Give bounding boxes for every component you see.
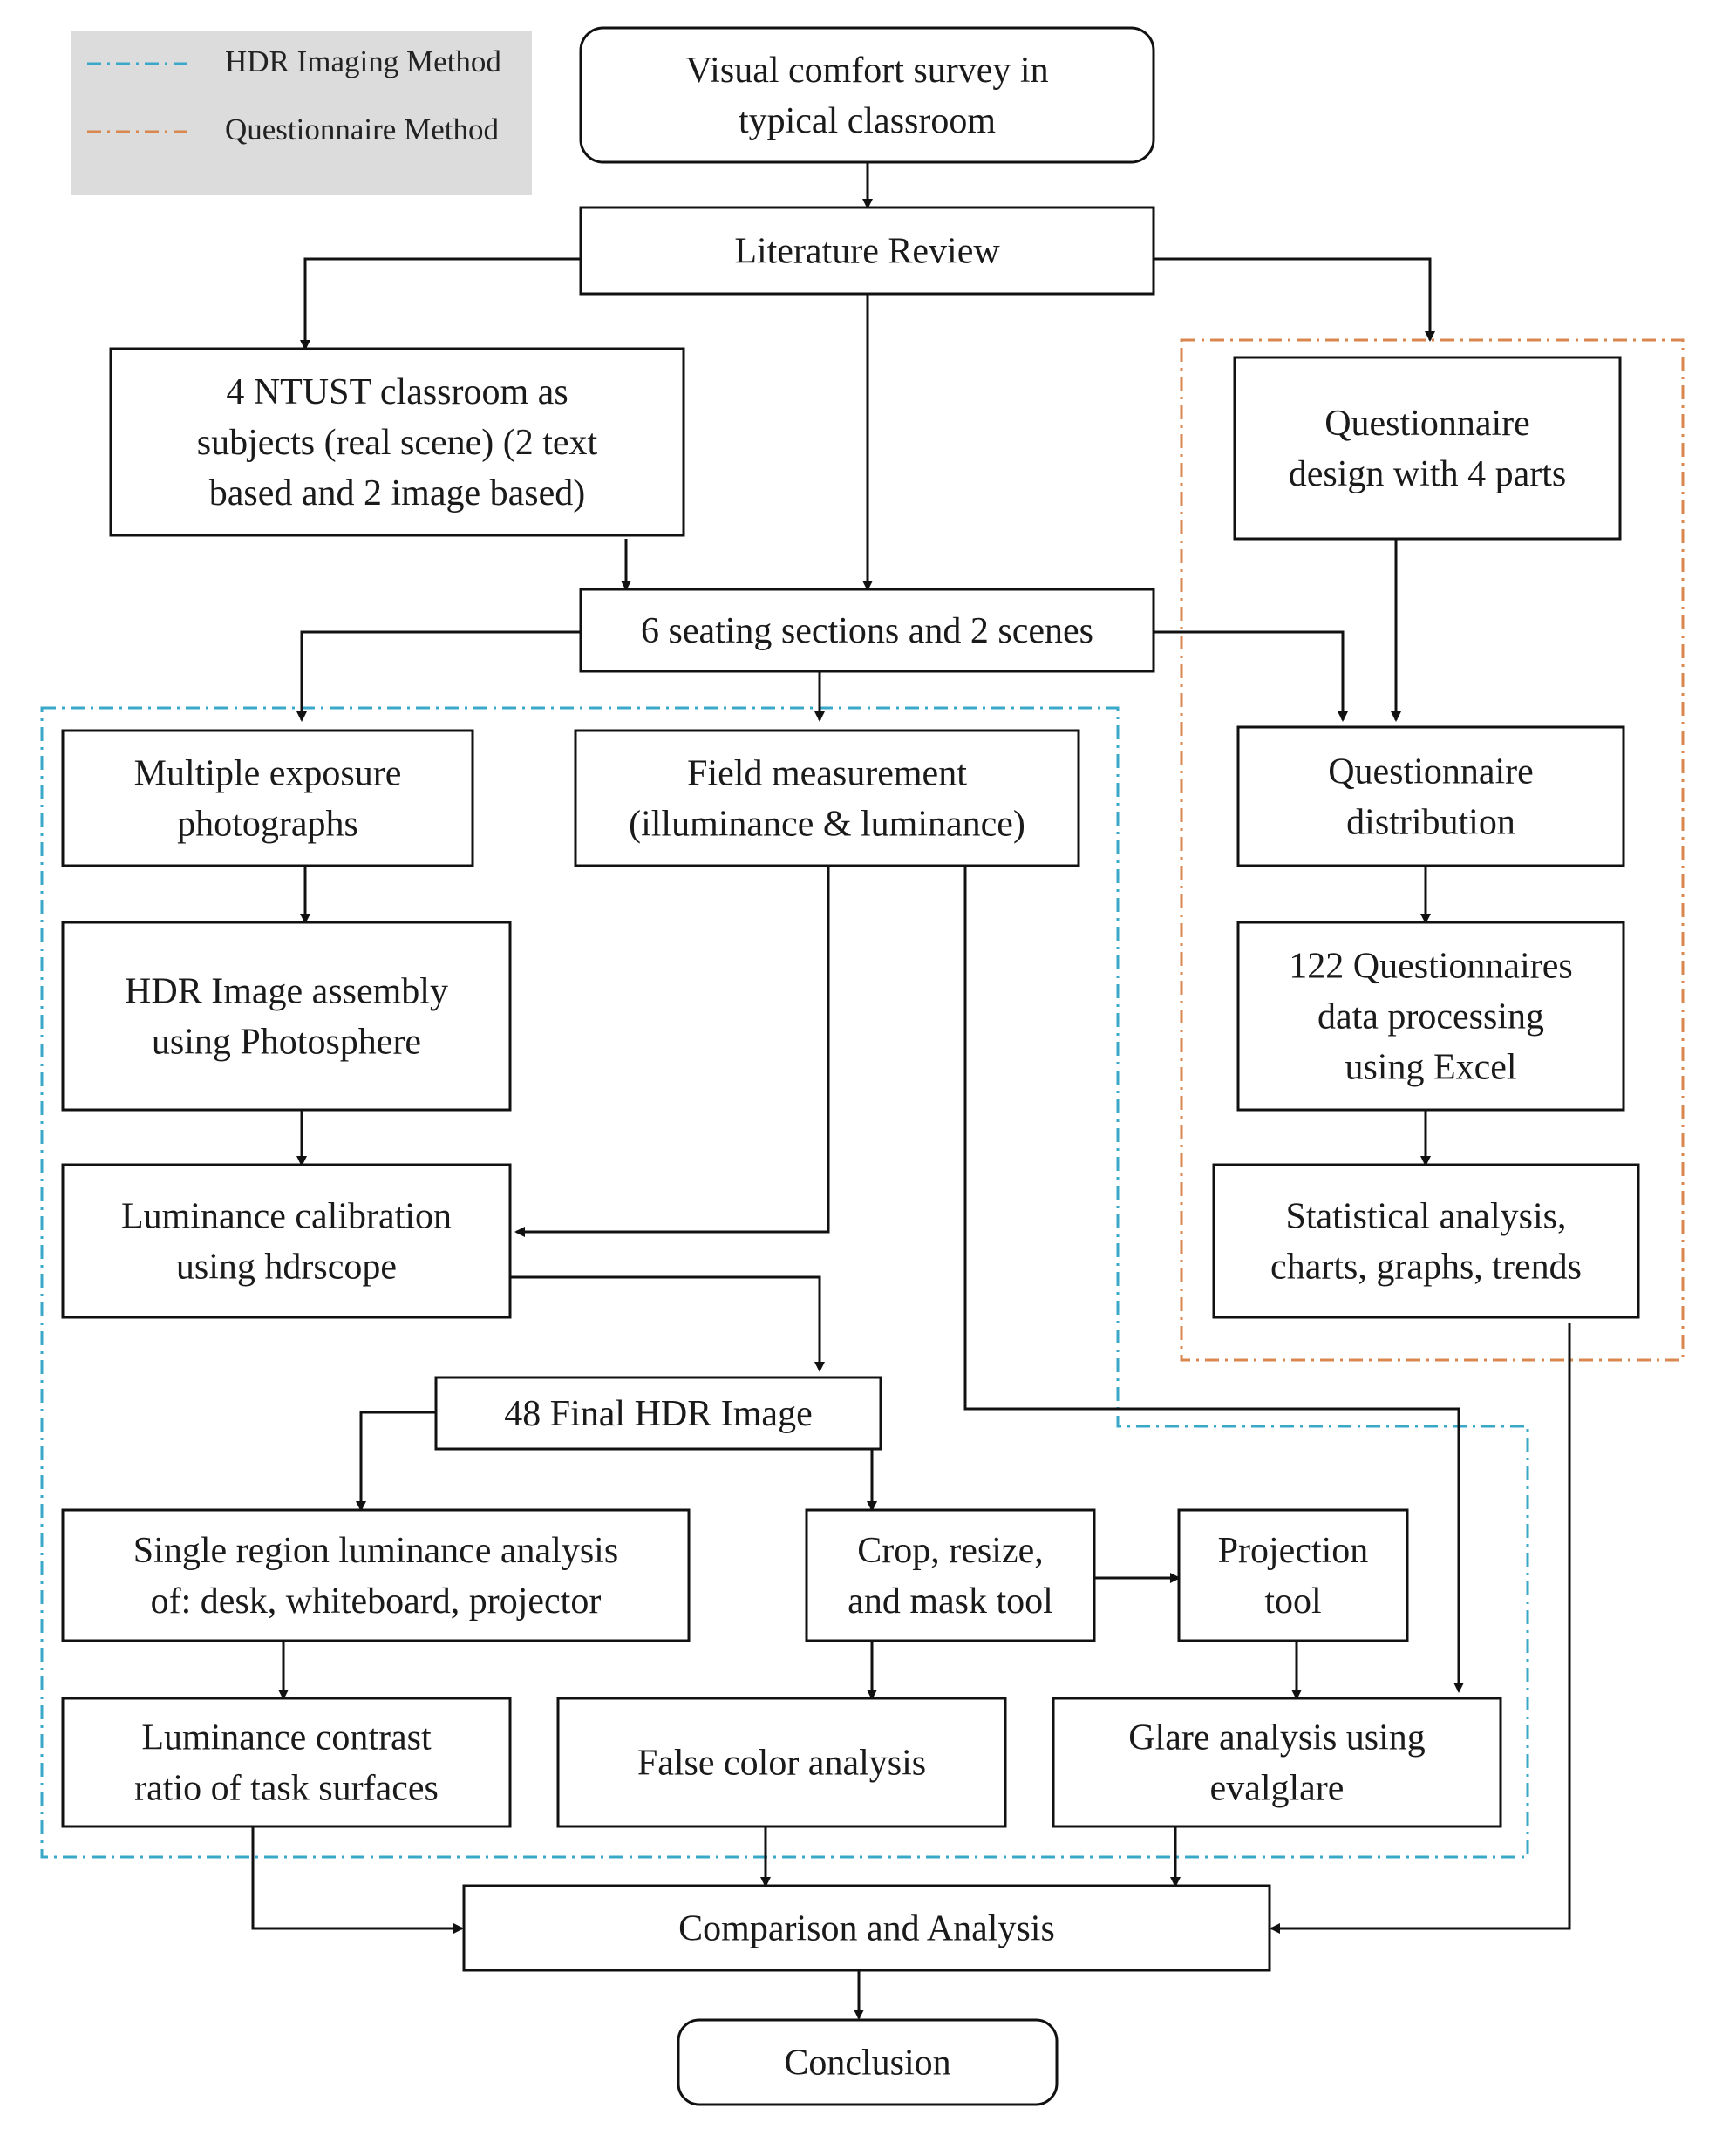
node-label-line: design with 4 parts	[1289, 454, 1566, 494]
node-questionnaires-processing: 122 Questionnaires data processing using E…	[1236, 921, 1625, 1112]
node-crop-resize-mask: Crop, resize, and mask tool	[805, 1508, 1096, 1642]
node-label-line: Comparison and Analysis	[678, 1909, 1055, 1949]
node-label-line: 48 Final HDR Image	[504, 1394, 812, 1434]
node-literature-review: Literature Review	[579, 206, 1155, 296]
node-label-line: using hdrscope	[176, 1248, 397, 1288]
node-label-line: Questionnaire	[1328, 752, 1534, 792]
svg-text:48 Final HDR Image: 48 Final HDR Image	[504, 1394, 812, 1434]
node-label-line: (illuminance & luminance)	[629, 805, 1025, 845]
node-label-line: Conclusion	[784, 2044, 950, 2084]
node-questionnaire-distribution: Questionnaire distribution	[1236, 725, 1625, 867]
node-single-region-analysis: Single region luminance analysis of: desk…	[61, 1508, 691, 1642]
node-label-line: charts, graphs, trends	[1270, 1248, 1582, 1288]
connectors	[251, 162, 1571, 2020]
svg-text:Statistical analysis,charts, g: Statistical analysis, charts, graphs, tre…	[1270, 1197, 1582, 1288]
node-final-hdr-image: 48 Final HDR Image	[434, 1376, 882, 1451]
node-label-line: tool	[1264, 1581, 1321, 1622]
node-multiple-exposure: Multiple exposure photographs	[61, 729, 474, 867]
node-label-line: of: desk, whiteboard, projector	[151, 1581, 602, 1622]
node-label-line: subjects (real scene) (2 text	[197, 423, 598, 463]
node-field-measurement: Field measurement (illuminance & luminanc…	[574, 729, 1080, 867]
node-conclusion: Conclusion	[677, 2018, 1059, 2106]
node-label-line: photographs	[177, 805, 358, 845]
node-label-line: 6 seating sections and 2 scenes	[641, 611, 1093, 651]
node-label-line: HDR Image assembly	[125, 972, 448, 1012]
legend-questionnaire-label: Questionnaire Method	[225, 112, 499, 146]
legend-hdr-label: HDR Imaging Method	[225, 44, 501, 78]
node-label-line: data processing	[1317, 997, 1544, 1037]
node-label-line: typical classroom	[739, 101, 996, 141]
node-hdr-image-assembly: HDR Image assembly using Photosphere	[61, 921, 512, 1112]
node-label-line: 122 Questionnaires	[1289, 947, 1572, 987]
node-label-line: evalglare	[1210, 1769, 1345, 1809]
node-luminance-contrast-ratio: Luminance contrast ratio of task surfaces	[61, 1697, 512, 1828]
node-label-line: ratio of task surfaces	[134, 1769, 439, 1809]
svg-text:Conclusion: Conclusion	[784, 2044, 950, 2084]
node-ntust-classroom-subjects: 4 NTUST classroom as subjects (real scene…	[109, 347, 685, 537]
node-label-line: Luminance contrast	[141, 1718, 432, 1758]
svg-text:6 seating sections and 2 scene: 6 seating sections and 2 scenes	[641, 611, 1093, 651]
node-statistical-analysis: Statistical analysis, charts, graphs, tre…	[1212, 1163, 1640, 1319]
node-seating-sections: 6 seating sections and 2 scenes	[579, 588, 1155, 673]
node-label-line: Multiple exposure	[134, 754, 402, 794]
node-label-line: Crop, resize,	[857, 1531, 1043, 1571]
svg-text:Literature Review: Literature Review	[734, 232, 1000, 272]
node-label-line: using Photosphere	[152, 1023, 421, 1063]
svg-text:Comparison and Analysis: Comparison and Analysis	[678, 1909, 1055, 1949]
svg-text:False color analysis: False color analysis	[637, 1744, 926, 1784]
node-projection-tool: Projection tool	[1177, 1508, 1409, 1642]
node-label-line: Glare analysis using	[1128, 1718, 1426, 1758]
node-comparison-analysis: Comparison and Analysis	[462, 1884, 1271, 1972]
node-label-line: using Excel	[1345, 1048, 1516, 1088]
node-glare-analysis: Glare analysis using evalglare	[1052, 1697, 1502, 1828]
node-label-line: Statistical analysis,	[1286, 1197, 1567, 1237]
legend: HDR Imaging Method Questionnaire Method	[71, 31, 532, 195]
hdr-method-region	[40, 706, 1529, 1859]
svg-text:Field measurement(illuminance: Field measurement (illuminance & luminanc…	[629, 754, 1025, 845]
svg-text:Crop, resize,and mask tool: Crop, resize, and mask tool	[848, 1531, 1053, 1622]
node-label-line: Projection	[1218, 1531, 1369, 1571]
node-label-line: Visual comfort survey in	[685, 51, 1048, 91]
node-false-color-analysis: False color analysis	[556, 1697, 1007, 1828]
node-luminance-calibration: Luminance calibration using hdrscope	[61, 1163, 512, 1319]
node-label-line: Luminance calibration	[121, 1197, 452, 1237]
node-label-line: and mask tool	[848, 1581, 1053, 1622]
node-label-line: Single region luminance analysis	[133, 1531, 618, 1571]
node-label-line: False color analysis	[637, 1744, 926, 1784]
svg-text:Single region luminance analys: Single region luminance analysis of: desk…	[133, 1531, 618, 1622]
node-visual-comfort-survey: Visual comfort survey in typical classroo…	[579, 26, 1155, 164]
node-questionnaire-design: Questionnaire design with 4 parts	[1233, 356, 1622, 541]
legend-background	[71, 31, 532, 195]
node-label-line: Field measurement	[687, 754, 967, 794]
node-label-line: 4 NTUST classroom as	[226, 372, 568, 412]
node-label-line: Questionnaire	[1324, 404, 1530, 444]
node-label-line: distribution	[1346, 803, 1515, 843]
node-label-line: based and 2 image based)	[209, 473, 586, 513]
node-label-line: Literature Review	[734, 232, 1000, 272]
